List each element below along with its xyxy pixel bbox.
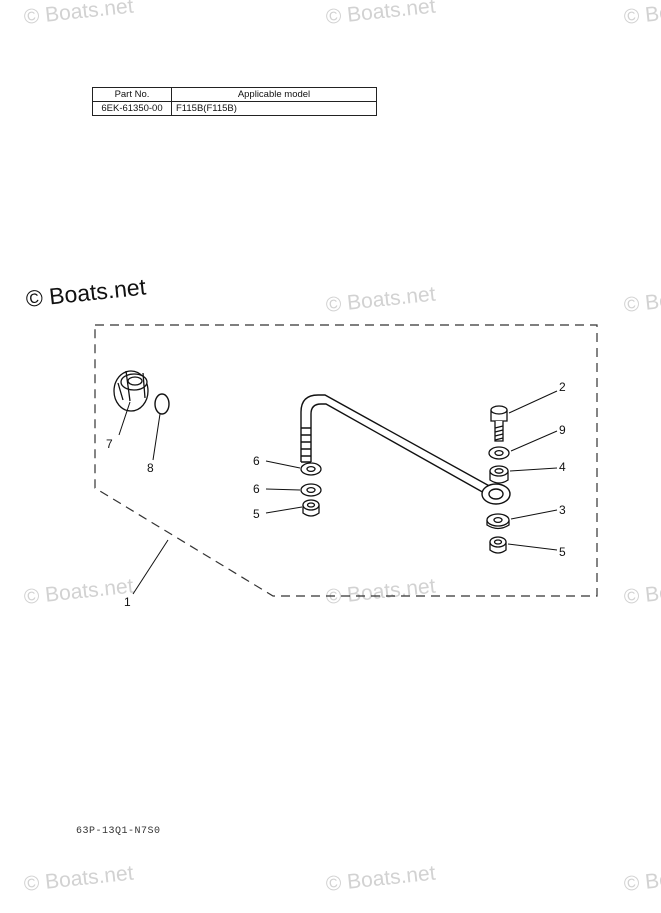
- callout-6: 6: [253, 482, 260, 496]
- leader-lines: [118, 390, 558, 595]
- nut-part: [489, 536, 507, 554]
- washer-part: [486, 513, 510, 530]
- callout-3: 3: [559, 503, 566, 517]
- washer-part: [300, 462, 322, 476]
- callout-7: 7: [106, 437, 113, 451]
- steering-link-rod-part: [300, 394, 511, 505]
- gland-nut-part: [113, 370, 149, 412]
- callout-9: 9: [559, 423, 566, 437]
- cell-applicable-model: F115B(F115B): [171, 101, 377, 116]
- nut-part: [302, 499, 320, 517]
- o-ring-part: [154, 393, 170, 415]
- bolt-part: [490, 405, 508, 442]
- washer-part: [488, 446, 510, 460]
- kit-boundary: [94, 324, 598, 597]
- drawing-code: 63P-13Q1-N7S0: [76, 826, 161, 837]
- callout-5: 5: [253, 507, 260, 521]
- callout-1: 1: [124, 595, 131, 609]
- cell-part-no: 6EK-61350-00: [92, 101, 172, 116]
- callout-4: 4: [559, 460, 566, 474]
- applicable-model-table: Part No. Applicable model 6EK-61350-00 F…: [92, 87, 377, 116]
- callout-5: 5: [559, 545, 566, 559]
- table-header-row: Part No. Applicable model: [92, 87, 377, 102]
- washer-part: [300, 483, 322, 497]
- callout-6: 6: [253, 454, 260, 468]
- callout-8: 8: [147, 461, 154, 475]
- collar-part: [489, 465, 509, 484]
- callout-2: 2: [559, 380, 566, 394]
- table-row: 6EK-61350-00 F115B(F115B): [92, 101, 377, 116]
